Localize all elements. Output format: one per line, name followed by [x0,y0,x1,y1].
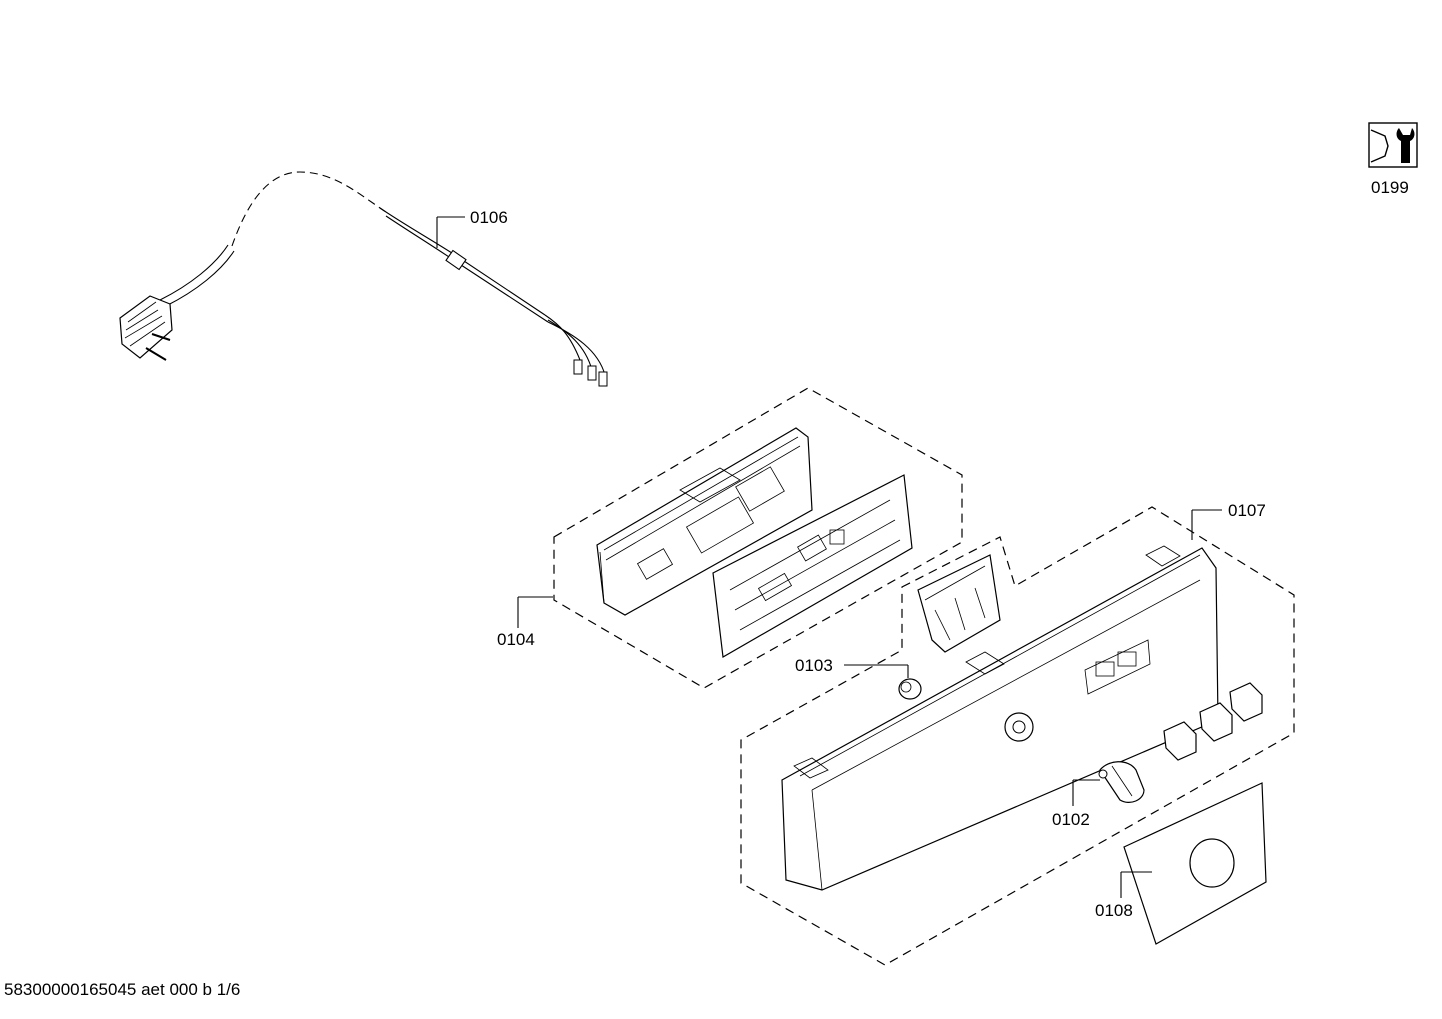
selector-knob-drawing [1098,761,1145,803]
part-label-0106: 0106 [470,208,508,227]
circuit-board-drawing [712,474,913,658]
wrench-nut-icon[interactable] [1368,122,1418,168]
part-label-0104: 0104 [497,630,535,649]
push-buttons-drawing [1163,682,1263,761]
part-label-0107: 0107 [1228,501,1266,520]
group-box-0104 [553,387,963,689]
fascia-decal-drawing [1123,782,1267,945]
document-reference: 58300000165045 aet 000 b 1/6 [4,980,241,999]
part-label-0199: 0199 [1371,178,1409,197]
indicator-lens-drawing [898,678,922,700]
part-label-0103: 0103 [795,656,833,675]
power-cord-drawing [119,171,608,387]
part-label-0102: 0102 [1052,810,1090,829]
module-housing-drawing [596,427,813,616]
display-holder-drawing [917,554,1001,653]
part-label-0108: 0108 [1095,901,1133,920]
